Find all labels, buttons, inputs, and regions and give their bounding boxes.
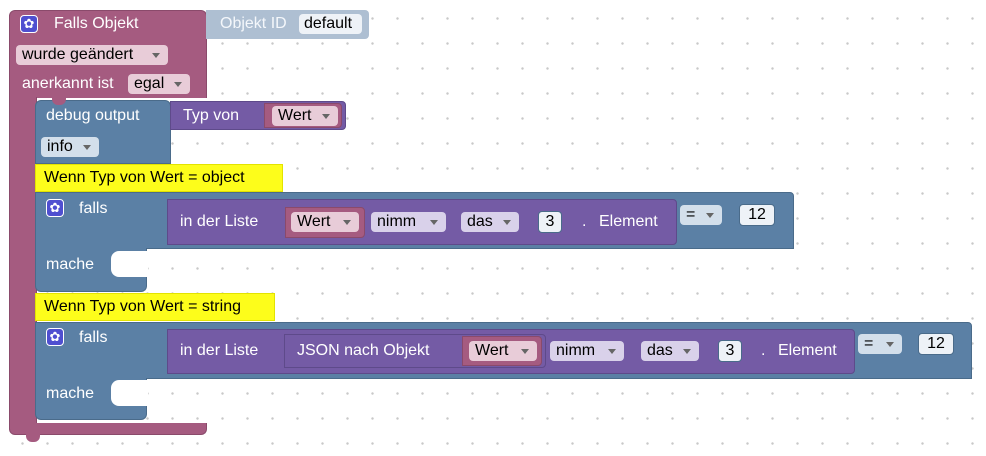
element-label-string: Element (778, 342, 837, 359)
which-dropdown-string[interactable]: das (641, 341, 699, 361)
compare-value-input[interactable]: 12 (739, 204, 775, 226)
json-to-object-label: JSON nach Objekt (297, 342, 430, 359)
debug-level-dropdown[interactable]: info (41, 137, 99, 157)
compare-value-input-string[interactable]: 12 (918, 333, 954, 355)
trigger-block-spine (9, 97, 37, 427)
trigger-block-footer (9, 423, 207, 435)
take-dropdown[interactable]: nimm (371, 212, 446, 232)
index-input[interactable]: 3 (538, 211, 562, 233)
object-id-value: default (304, 15, 353, 32)
list-variable-dropdown[interactable]: Wert (291, 212, 359, 232)
typeof-label: Typ von (183, 107, 240, 124)
if-string-mache-label: mache (46, 385, 95, 402)
list-label: in der Liste (180, 213, 259, 230)
if-block-object-statement-slot[interactable] (111, 251, 148, 277)
if-object-falls-label: falls (79, 200, 108, 217)
change-type-dropdown[interactable]: wurde geändert (16, 45, 168, 65)
if-object-mache-label: mache (46, 256, 95, 273)
compare-operator-dropdown-string[interactable]: = (858, 334, 902, 354)
if-string-gear-icon[interactable]: ✿ (46, 328, 64, 346)
comment-string[interactable]: Wenn Typ von Wert = string (35, 293, 275, 321)
json-variable-dropdown[interactable]: Wert (469, 341, 537, 361)
dot-label: . (582, 213, 587, 230)
variable-dropdown[interactable]: Wert (272, 106, 338, 126)
debug-output-label: debug output (46, 107, 140, 124)
if-object-gear-icon[interactable]: ✿ (46, 199, 64, 217)
trigger-bottom-tab (26, 434, 40, 442)
index-input-string[interactable]: 3 (718, 340, 742, 362)
settings-gear-icon[interactable]: ✿ (20, 15, 38, 33)
dot-label-string: . (761, 342, 766, 359)
take-dropdown-string[interactable]: nimm (550, 341, 624, 361)
object-id-label: Objekt ID (220, 15, 287, 32)
if-block-string-statement-slot[interactable] (111, 380, 148, 406)
trigger-title: Falls Objekt (54, 15, 139, 32)
which-dropdown[interactable]: das (461, 212, 519, 232)
list-label-string: in der Liste (180, 342, 259, 359)
element-label: Element (599, 213, 658, 230)
if-string-falls-label: falls (79, 329, 108, 346)
ack-label: anerkannt ist (22, 75, 114, 92)
comment-object[interactable]: Wenn Typ von Wert = object (35, 164, 283, 192)
debug-top-notch (52, 97, 66, 105)
ack-dropdown[interactable]: egal (128, 74, 190, 94)
object-id-input[interactable] (299, 14, 362, 34)
compare-operator-dropdown[interactable]: = (680, 205, 722, 225)
